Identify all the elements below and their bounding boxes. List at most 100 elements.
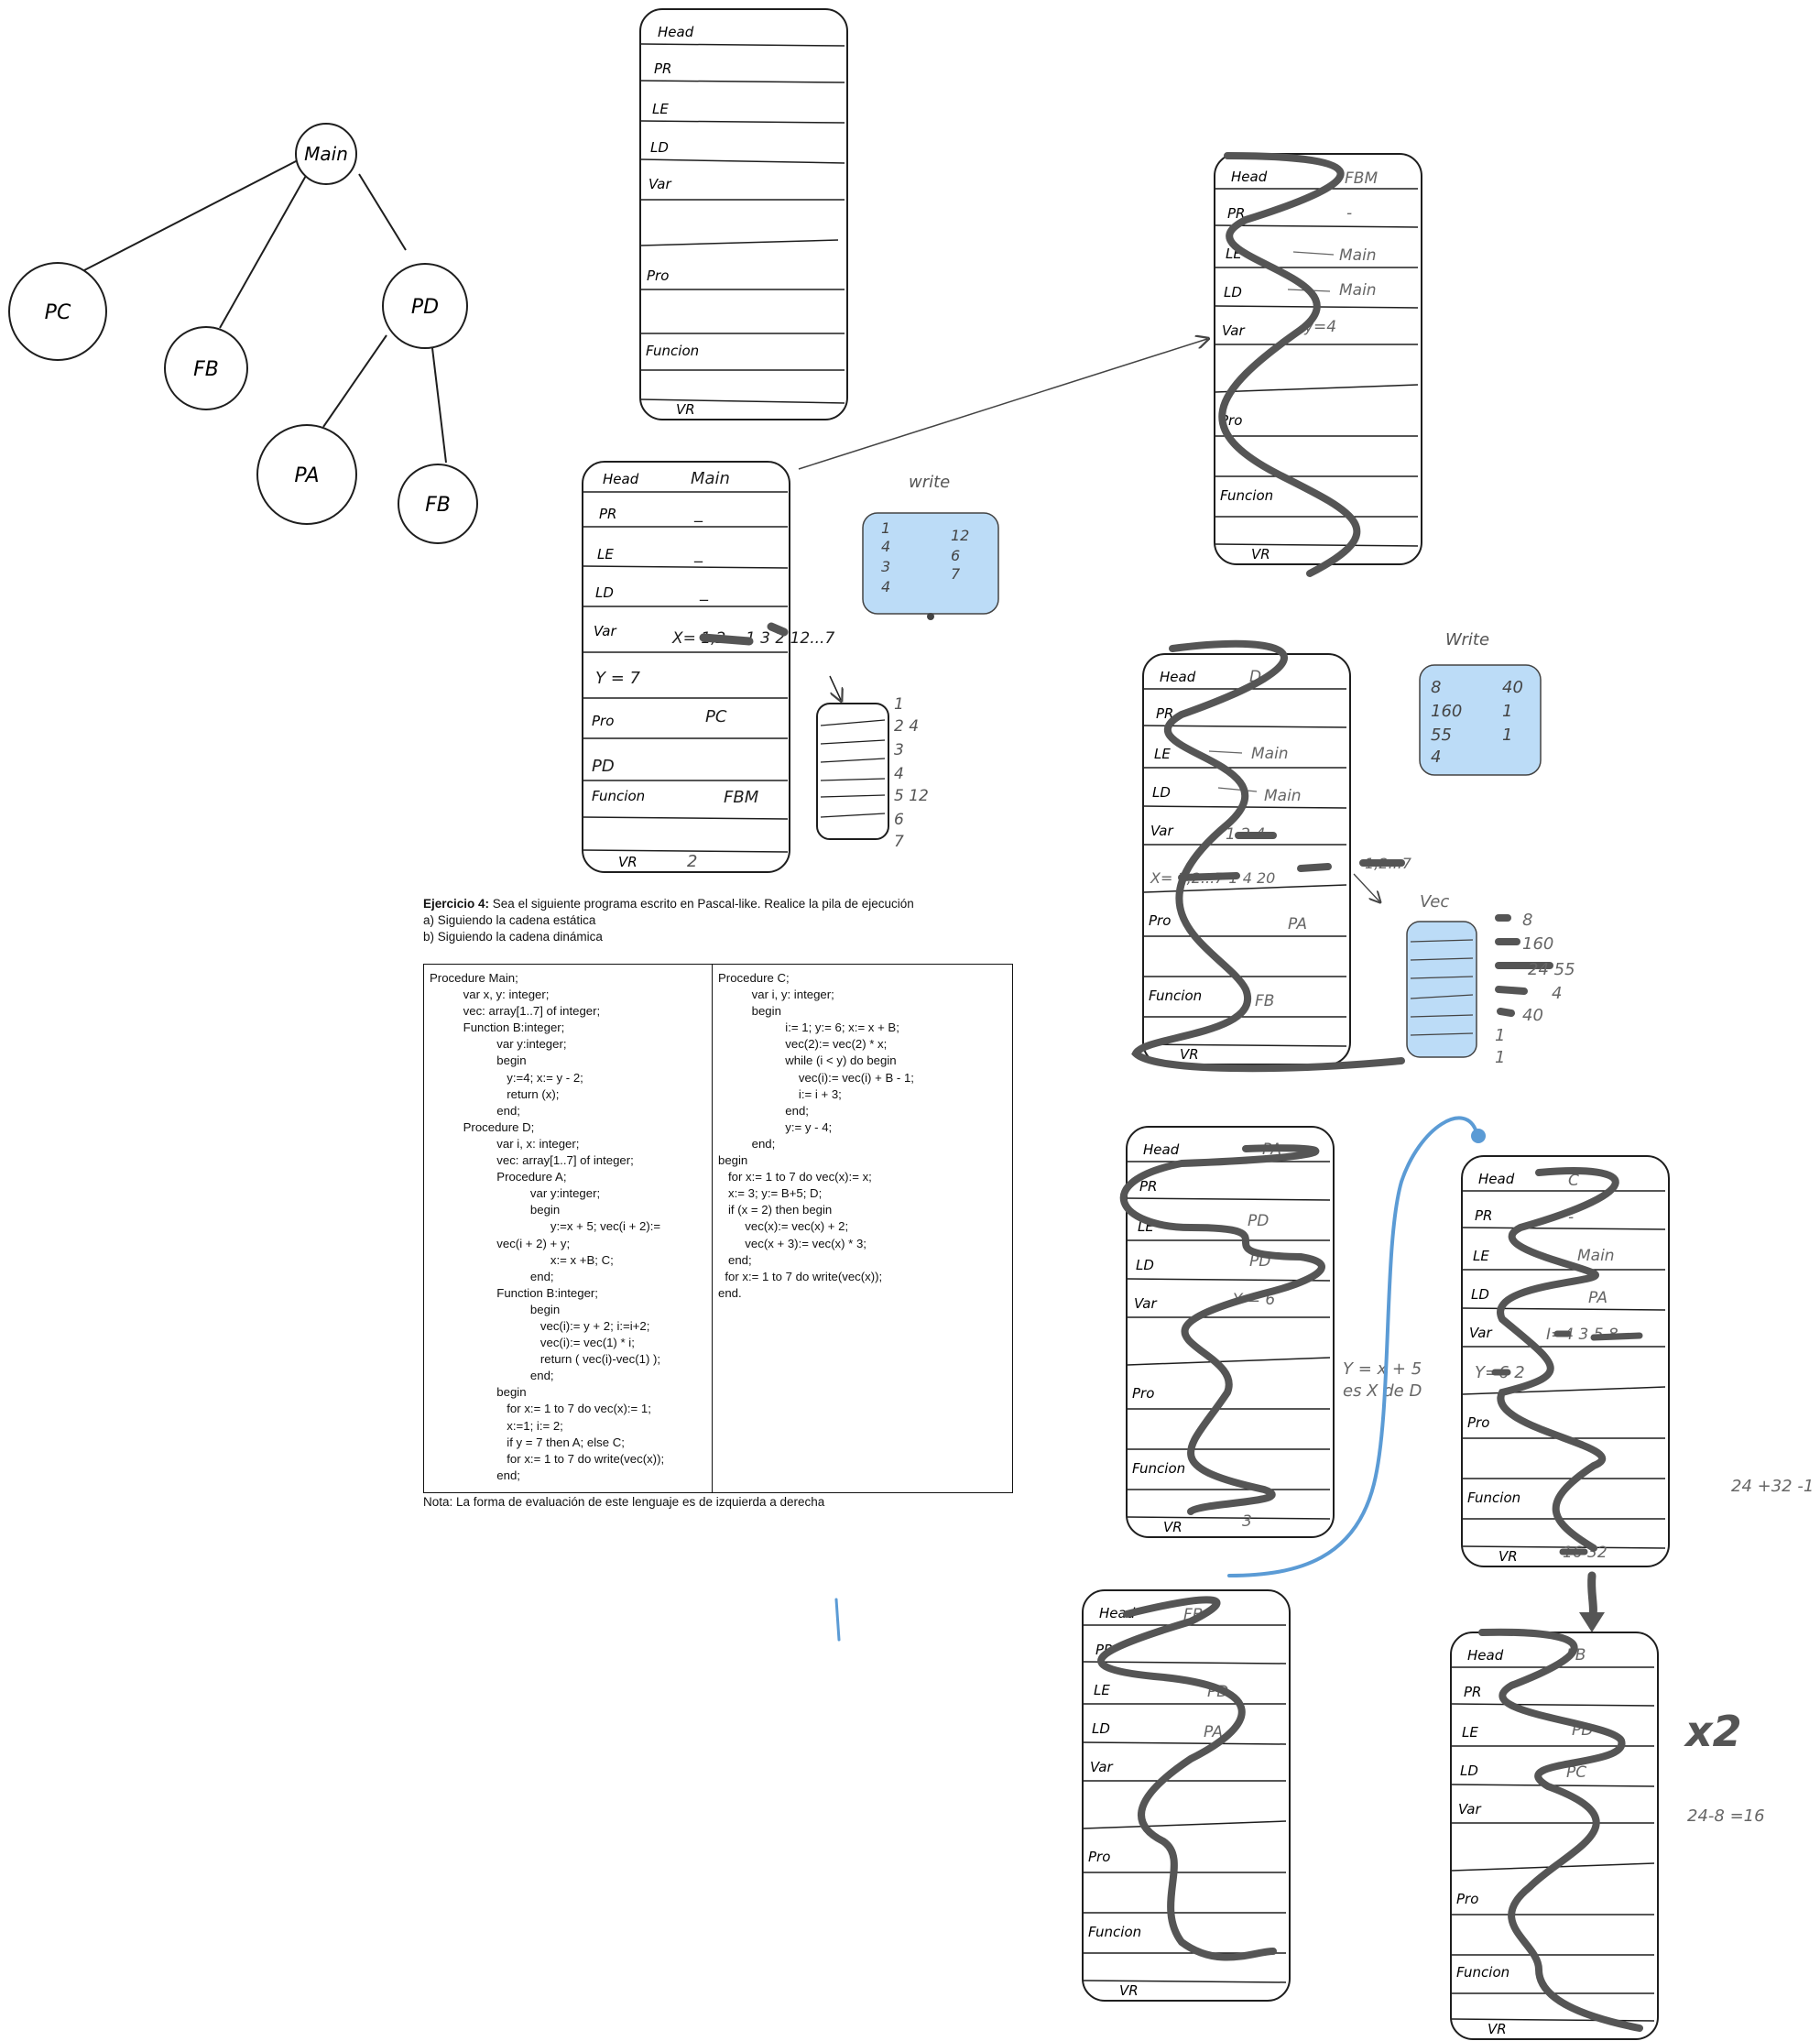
note-y-eq: Y = x + 5 [1343,1359,1422,1379]
frame-c-ld-label: LD [1471,1286,1489,1303]
frame-fbm-funcion-label: Funcion [1220,487,1273,504]
write-box-1[interactable]: write 1 4 3 4 12 6 7 [862,473,999,620]
frame-main-var-y: Y = 7 [595,669,641,688]
main-vec[interactable]: 1 2 4 3 4 5 12 6 7 [816,675,929,851]
code-line: begin [430,1302,561,1316]
code-line: Function B:integer; [430,1020,565,1035]
code-line: vec(x):= vec(x) + 2; [718,1219,849,1234]
frame-d-pro-value: PA [1288,915,1307,933]
code-line: return (x); [430,1086,560,1101]
main-vec-4: 5 12 [894,787,929,805]
frame-fbm[interactable]: Head PR LE LD Var Pro Funcion VR FBM - M… [1214,152,1422,577]
write-box-1-title: write [909,473,950,492]
note-es-x: es X de D [1343,1381,1422,1401]
frame-pa[interactable]: Head PR LE LD Var Pro Funcion VR PA PD P… [1119,1126,1335,1538]
frame-fb-pc-le-label: LE [1462,1724,1478,1741]
frame-fb-pc[interactable]: Head PR LE LD Var Pro Funcion VR FB PD P… [1450,1628,1659,2040]
write-box-2-title: Write [1445,630,1489,649]
frame-d-pr-label: PR [1156,705,1173,722]
frame-main[interactable]: Head PR LE LD Var Pro Funcion VR Main _ … [582,461,834,873]
write-2-c1-2: 55 [1431,726,1452,745]
tree-node-pc[interactable]: PC [8,262,107,361]
tree-node-pc-label: PC [45,301,71,324]
problem-statement: Ejercicio 4: Sea el siguiente programa e… [423,896,1019,945]
frame-main-pr-label: PR [599,506,616,522]
code-line: vec(x + 3):= vec(x) * 3; [718,1236,866,1250]
code-line: end; [718,1136,776,1151]
frame-template[interactable]: Head PR LE LD Var Pro Funcion VR [639,8,848,420]
code-line: y:= y - 4; [718,1119,833,1134]
code-line: begin [718,1153,748,1168]
code-line: i:= i + 3; [718,1086,842,1101]
code-line: y:=x + 5; vec(i + 2):= [430,1219,661,1234]
code-line: vec: array[1..7] of integer; [430,1004,601,1019]
frame-main-scribbles [699,622,789,646]
code-line: Function B:integer; [430,1285,598,1300]
write-box-2[interactable]: Write 8 160 55 4 40 1 1 [1419,630,1542,776]
d-vec[interactable]: Vec 8 160 24 55 4 40 1 1 [1406,892,1575,1067]
problem-note: Nota: La forma de evaluación de este len… [423,1495,825,1509]
frame-fb-pd-funcion-label: Funcion [1088,1924,1141,1940]
write-1-c1-2: 3 [881,558,890,575]
frame-d[interactable]: Head PR LE LD Var Pro Funcion VR D Main … [1131,639,1405,1073]
tree-node-main[interactable]: Main [295,123,357,185]
frame-d-ld-value: Main [1264,787,1302,805]
tree-node-pa[interactable]: PA [256,424,357,525]
frame-main-ld-value: _ [699,583,709,602]
frame-fb-pc-vr-label: VR [1488,2021,1507,2037]
code-line: vec: array[1..7] of integer; [430,1153,634,1168]
frame-c[interactable]: Head PR LE LD Var Pro Funcion VR C - Mai… [1461,1155,1670,1567]
frame-template-le-label: LE [652,101,669,117]
frame-fb-pd[interactable]: Head PR LE LD Var Pro Funcion VR FB PD P… [1082,1589,1291,2002]
code-table: Procedure Main; var x, y: integer; vec: … [423,964,1013,1493]
code-line: var x, y: integer; [430,988,550,1002]
frame-fb-pc-ld-label: LD [1460,1763,1478,1779]
tree-node-fb[interactable]: FB [164,326,248,410]
frame-c-cross-out [1497,1167,1619,1552]
code-line: vec(i):= vec(1) * i; [430,1336,635,1350]
main-vec-1: 2 4 [894,717,919,736]
frame-fb-pc-pr-label: PR [1464,1684,1481,1700]
code-line: var i, x: integer; [430,1136,580,1151]
frame-main-pro-value: PC [705,707,727,726]
frame-fb-pd-vr-label: VR [1119,1982,1139,1999]
code-line: begin [430,1203,561,1217]
frame-pa-le-value: PD [1248,1212,1269,1230]
frame-c-funcion-label: Funcion [1467,1490,1520,1506]
frame-template-pro-label: Pro [647,267,669,284]
code-line: end; [430,1468,520,1482]
code-line: vec(2):= vec(2) * x; [718,1037,888,1052]
frame-fb-pd-pro-label: Pro [1088,1849,1110,1865]
call-tree [83,159,447,464]
frame-fb-pd-ld-label: LD [1092,1720,1110,1737]
tree-node-main-label: Main [304,143,348,165]
tree-node-fb-child[interactable]: FB [398,464,478,544]
frame-main-head-value: Main [691,469,730,488]
write-2-c1-0: 8 [1431,678,1441,697]
frame-pa-pr-label: PR [1139,1178,1157,1195]
frame-c-pr-label: PR [1475,1207,1492,1224]
tree-node-pd[interactable]: PD [382,263,468,349]
code-line: Procedure D; [430,1119,535,1134]
frame-c-ld-value: PA [1588,1289,1607,1307]
frame-d-vr-label: VR [1180,1046,1199,1063]
problem-item-a: a) Siguiendo la cadena estática [423,913,596,927]
d-vec-0: 8 [1522,911,1532,930]
code-line: for x:= 1 to 7 do write(vec(x)); [430,1451,665,1466]
frame-main-var-label: Var [594,623,616,639]
tree-node-pd-label: PD [411,296,439,319]
frame-d-var-label: Var [1150,823,1173,839]
frame-template-vr-label: VR [676,401,695,418]
write-1-c1-0: 1 [881,519,890,537]
frame-pa-vr-value: 3 [1242,1512,1252,1531]
code-line: y:=4; x:= y - 2; [430,1070,583,1085]
frame-fb-pc-ld-value: PC [1566,1763,1586,1782]
problem-title-rest: Sea el siguiente programa escrito en Pas… [489,897,914,911]
frame-main-vr-value: 2 [687,852,697,871]
note-calc2: 24-8 =16 [1687,1806,1765,1826]
frame-template-funcion-label: Funcion [646,343,699,359]
code-line: end; [718,1252,752,1267]
frame-fbm-ld-value: Main [1339,281,1377,300]
blue-connector [1227,1116,1478,1577]
